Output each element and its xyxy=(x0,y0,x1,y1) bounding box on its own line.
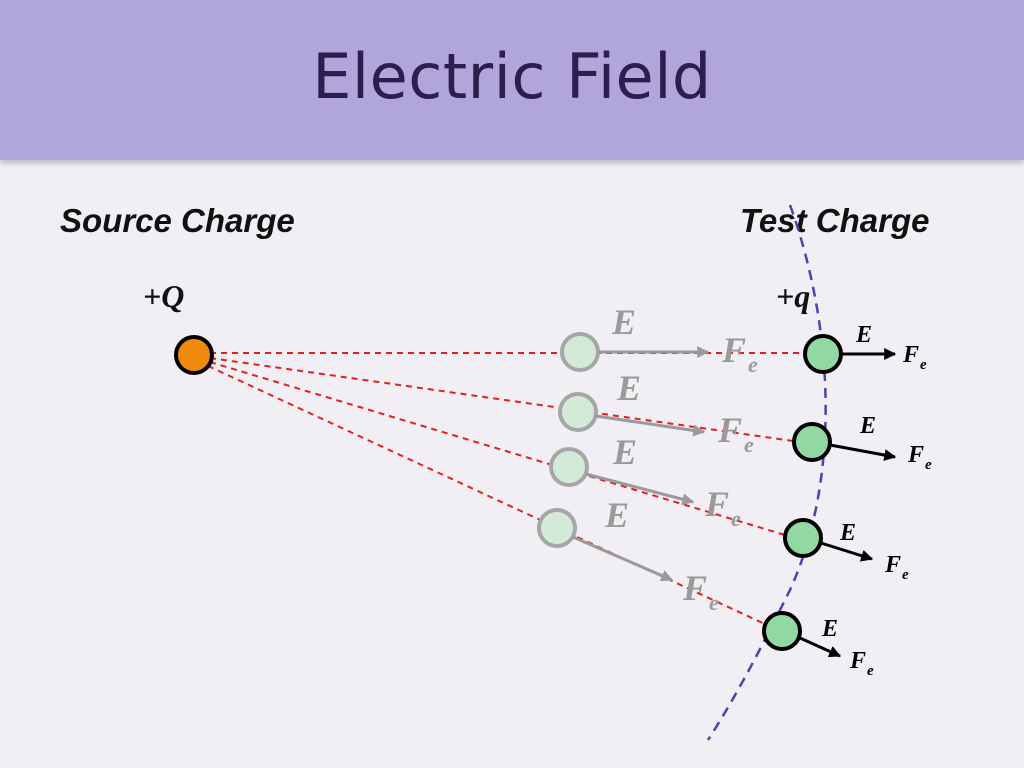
test-charges xyxy=(762,334,843,651)
field-arrow xyxy=(799,636,842,658)
faded-F-symbol: Fe xyxy=(704,484,741,531)
source-charge-label: Source Charge xyxy=(60,202,295,239)
field-arrow xyxy=(820,541,874,562)
test-charge xyxy=(783,518,823,558)
test-charge xyxy=(792,422,832,462)
faded-test-charge xyxy=(560,332,600,372)
faded-test-charge xyxy=(549,447,589,487)
slide-title: Electric Field xyxy=(312,40,712,113)
faded-test-charge xyxy=(537,508,577,548)
F-symbol: Fe xyxy=(902,342,927,373)
F-symbol: Fe xyxy=(884,552,909,583)
faded-E-symbol: E xyxy=(612,432,637,472)
test-charge xyxy=(762,611,802,651)
field-arrow xyxy=(829,443,897,461)
faded-symbols: E Fe E Fe E Fe E Fe xyxy=(604,302,758,615)
vector-symbols: E Fe E Fe E Fe E Fe xyxy=(821,322,932,679)
E-symbol: E xyxy=(839,520,856,546)
field-line xyxy=(209,361,786,536)
equipotential-curve xyxy=(706,204,827,741)
F-symbol: Fe xyxy=(849,648,874,679)
faded-field-arrow xyxy=(585,472,695,506)
faded-field-arrow xyxy=(572,535,674,582)
faded-F-symbol: Fe xyxy=(721,330,758,377)
faded-field-arrow xyxy=(595,414,706,437)
faded-F-symbol: Fe xyxy=(717,410,754,457)
faded-E-symbol: E xyxy=(611,302,636,342)
E-symbol: E xyxy=(859,413,876,439)
slide-header xyxy=(0,0,1024,160)
test-charge xyxy=(803,334,843,374)
source-charge xyxy=(174,335,214,375)
test-charge-symbol: +q xyxy=(776,278,811,314)
faded-test-charge xyxy=(558,392,598,432)
force-vectors xyxy=(799,348,897,658)
faded-F-symbol: Fe xyxy=(682,568,719,615)
faded-E-symbol: E xyxy=(604,495,629,535)
field-line xyxy=(209,357,794,442)
E-symbol: E xyxy=(821,616,838,642)
F-symbol: Fe xyxy=(907,442,932,473)
faded-vectors xyxy=(572,346,710,582)
source-charge-symbol: +Q xyxy=(143,278,185,314)
field-line xyxy=(207,365,768,626)
faded-charges xyxy=(537,332,600,548)
test-charge-label: Test Charge xyxy=(740,202,930,239)
faded-E-symbol: E xyxy=(616,368,641,408)
E-symbol: E xyxy=(855,322,872,348)
